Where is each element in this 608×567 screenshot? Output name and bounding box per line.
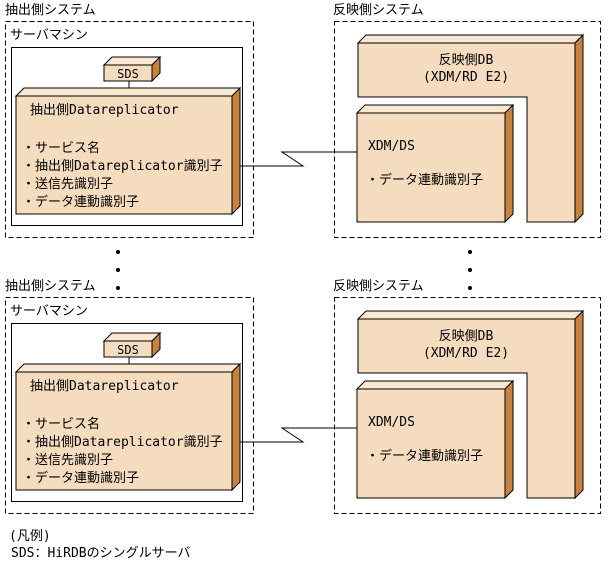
- config-item: ・サービス名: [22, 416, 100, 432]
- replicator-box-front-face: [15, 95, 233, 215]
- replicator-box-top-face: [14, 87, 242, 97]
- config-item: ・送信先識別子: [22, 177, 113, 192]
- dot: [116, 268, 120, 272]
- reflect-db-side-face: [574, 33, 584, 224]
- continuation-dots-left: [116, 250, 120, 290]
- reflect-db-box: 反映側DB (XDM/RD E2): [356, 309, 585, 500]
- reflect-db-box: 反映側DB (XDM/RD E2): [356, 33, 585, 224]
- reflect-db-title-line1: 反映側DB: [439, 329, 494, 344]
- section-top: 抽出側システム サーバマシン SDS 抽出側Datareplicator ・サー…: [5, 3, 601, 238]
- config-item: ・送信先識別子: [22, 453, 113, 468]
- extract-system-dashed-box: [5, 21, 254, 238]
- xdmds-box-front-face: [356, 388, 506, 499]
- section-bottom: 抽出側システム サーバマシン SDS 抽出側Datareplicator ・サー…: [5, 279, 601, 514]
- config-item: ・データ連動識別子: [22, 194, 139, 210]
- sds-box-front-face: [103, 340, 153, 358]
- sds-box: SDS: [102, 55, 162, 83]
- reflect-db-title-line1: 反映側DB: [439, 53, 494, 68]
- config-item: ・抽出側Datareplicator識別子: [22, 435, 223, 450]
- sds-box-front-face: [103, 64, 153, 82]
- xdmds-title: XDM/DS: [368, 139, 415, 154]
- xdmds-title: XDM/DS: [368, 415, 415, 430]
- xdmds-box-front-face: [356, 112, 506, 223]
- reflect-db-side-face: [574, 309, 584, 500]
- extract-system-label: 抽出側システム: [5, 3, 96, 18]
- dot: [468, 268, 472, 272]
- reflect-db-title-line2: (XDM/RD E2): [423, 70, 509, 85]
- config-item: ・抽出側Datareplicator識別子: [22, 159, 223, 174]
- reflect-db-front-face: [357, 42, 576, 223]
- dot: [468, 250, 472, 254]
- config-item: ・データ連動識別子: [22, 470, 139, 486]
- legend: (凡例) SDS：HiRDBのシングルサーバ: [9, 529, 190, 561]
- xdmds-box: XDM/DS ・データ連動識別子: [355, 379, 515, 500]
- sds-box-top-face: [102, 56, 162, 66]
- sds-label: SDS: [117, 67, 139, 81]
- dot: [468, 286, 472, 290]
- legend-heading: (凡例): [9, 529, 51, 544]
- replicator-title: 抽出側Datareplicator: [30, 379, 179, 394]
- replicator-box-front-face: [15, 371, 233, 491]
- server-machine-box: [11, 323, 243, 502]
- xdmds-box: XDM/DS ・データ連動識別子: [355, 103, 515, 224]
- reflect-db-title-line2: (XDM/RD E2): [423, 346, 509, 361]
- network-link-line: [240, 427, 357, 443]
- reflect-db-front-face: [357, 318, 576, 499]
- config-item: ・データ連動識別子: [366, 172, 483, 188]
- replicator-box: 抽出側Datareplicator ・サービス名 ・抽出側Datareplica…: [14, 86, 242, 216]
- replicator-box-top-face: [14, 363, 242, 373]
- reflect-db-top-face: [356, 310, 585, 320]
- server-machine-label: サーバマシン: [10, 28, 88, 43]
- sds-label: SDS: [117, 343, 139, 357]
- server-machine-box: [11, 47, 243, 226]
- xdmds-box-top-face: [355, 380, 515, 390]
- replicator-title: 抽出側Datareplicator: [30, 103, 179, 118]
- reflect-system-dashed-box: [334, 297, 601, 514]
- config-item: ・サービス名: [22, 140, 100, 156]
- sds-box: SDS: [102, 331, 162, 359]
- replicator-box-side-face: [231, 86, 241, 216]
- extract-system-dashed-box: [5, 297, 254, 514]
- sds-box-top-face: [102, 332, 162, 342]
- reflect-system-dashed-box: [334, 21, 601, 238]
- server-machine-label: サーバマシン: [10, 304, 88, 319]
- xdmds-box-side-face: [504, 103, 514, 224]
- legend-entry: SDS：HiRDBのシングルサーバ: [11, 546, 190, 561]
- reflect-db-top-face: [356, 34, 585, 44]
- replicator-box: 抽出側Datareplicator ・サービス名 ・抽出側Datareplica…: [14, 362, 242, 492]
- reflect-system-label: 反映側システム: [333, 279, 424, 294]
- xdmds-box-side-face: [504, 379, 514, 500]
- network-link-line: [240, 151, 357, 167]
- reflect-system-label: 反映側システム: [333, 3, 424, 18]
- xdmds-box-top-face: [355, 104, 515, 114]
- continuation-dots-right: [468, 250, 472, 290]
- replicator-box-side-face: [231, 362, 241, 492]
- dot: [116, 250, 120, 254]
- extract-system-label: 抽出側システム: [5, 279, 96, 294]
- dot: [116, 286, 120, 290]
- config-item: ・データ連動識別子: [366, 448, 483, 464]
